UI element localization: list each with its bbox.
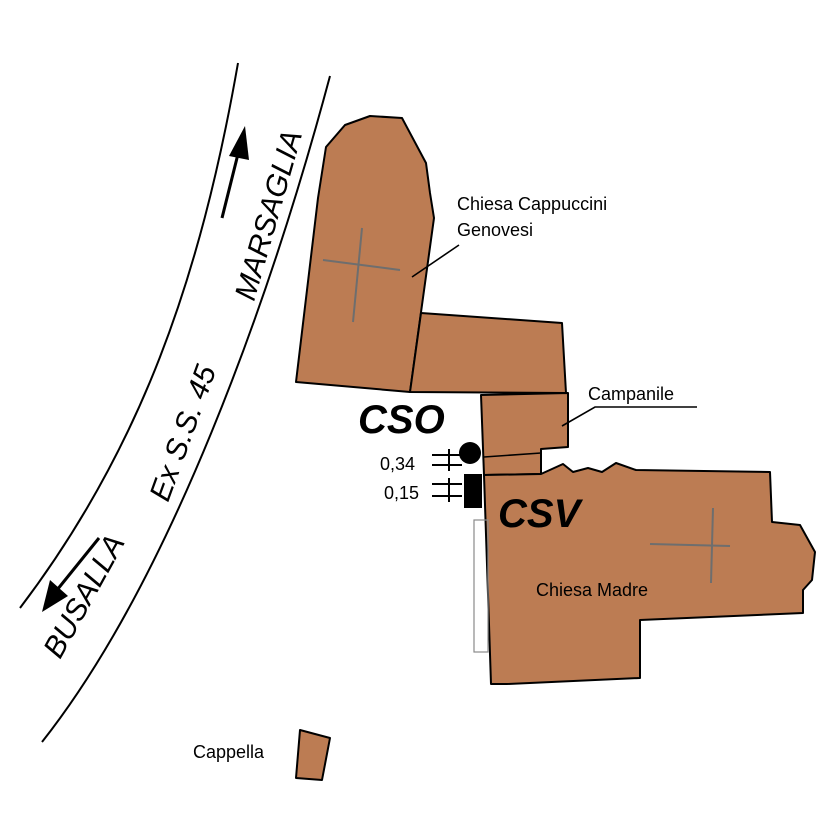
cso-marker-icon	[459, 442, 481, 464]
arrow-busalla-icon	[42, 537, 101, 612]
chiesa-madre-cross-h	[649, 543, 731, 547]
chiesa-madre-cross-v	[710, 507, 714, 584]
road-edge-east	[41, 75, 331, 743]
chiesa-cappuccini-leader	[411, 244, 460, 278]
cso-measure-label: 0,34	[380, 454, 415, 474]
road-edge-west	[19, 62, 239, 609]
chiesa-cappuccini-building	[295, 115, 435, 393]
arrow-marsaglia-icon	[220, 126, 249, 219]
cappella-building	[295, 729, 331, 781]
campanile-leader	[561, 406, 697, 427]
chiesa-cappuccini-cross-v	[352, 227, 363, 323]
cso-gauge-icon	[432, 449, 462, 471]
chiesa-cappuccini-cross-h	[322, 259, 401, 271]
csv-marker-icon	[464, 474, 482, 508]
chiesa-madre-building	[483, 462, 816, 685]
cappella-label: Cappella	[193, 742, 265, 762]
chiesa-cappuccini-label-line1: Chiesa Cappuccini	[457, 194, 607, 214]
cso-code-label: CSO	[358, 398, 445, 442]
csv-measure-label: 0,15	[384, 483, 419, 503]
chiesa-madre-side-outline	[473, 519, 489, 653]
campanile-label: Campanile	[588, 384, 674, 404]
annex-building	[409, 312, 567, 394]
csv-gauge-icon	[432, 478, 462, 502]
chiesa-madre-label: Chiesa Madre	[536, 580, 648, 600]
campanile-building	[480, 392, 569, 476]
chiesa-cappuccini-label-line2: Genovesi	[457, 220, 533, 240]
csv-code-label: CSV	[498, 492, 584, 536]
campanile-inner-line	[483, 452, 542, 458]
